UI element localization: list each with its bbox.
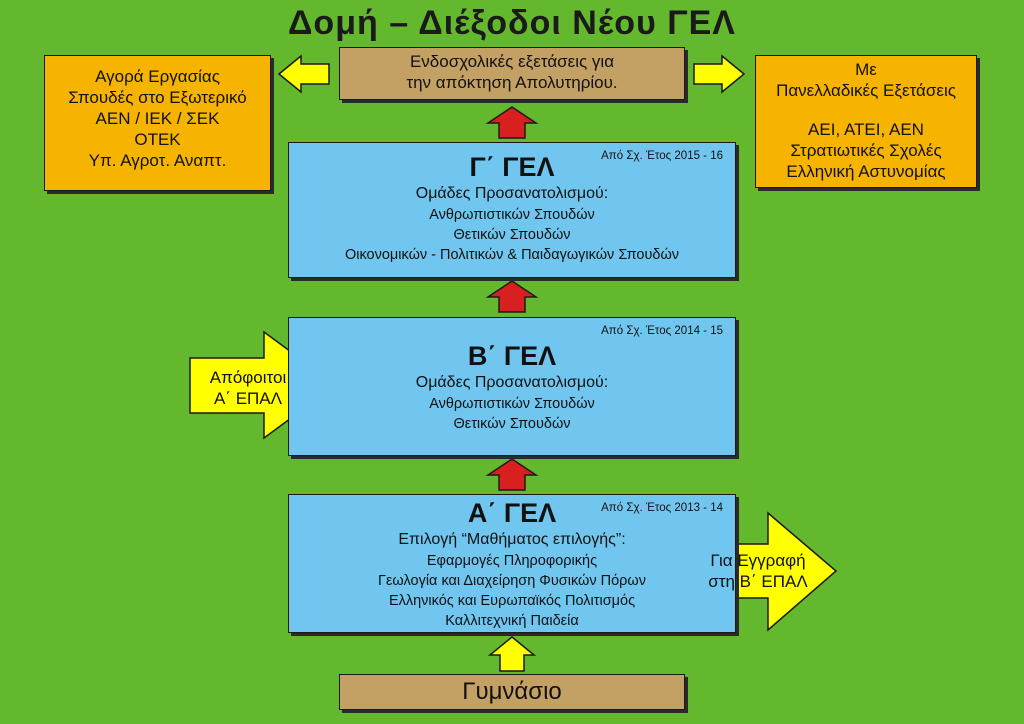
g-gel-subheading: Ομάδες Προσανατολισμού: bbox=[415, 185, 609, 202]
right-outcomes-box: Με Πανελλαδικές Εξετάσεις ΑΕΙ, ΑΤΕΙ, ΑΕΝ… bbox=[755, 55, 977, 188]
g-gel-box: Από Σχ. Έτος 2015 - 16 Γ΄ ΓΕΛ Ομάδες Προ… bbox=[288, 142, 736, 278]
exam-box-line: την απόκτηση Απολυτηρίου. bbox=[406, 73, 618, 92]
exam-box-line: Ενδοσχολικές εξετάσεις για bbox=[409, 52, 615, 71]
b-gel-item: Θετικών Σπουδών bbox=[453, 416, 571, 432]
left-outcomes-box: Αγορά Εργασίας Σπουδές στο Εξωτερικό ΑΕΝ… bbox=[44, 55, 271, 191]
arrow-up-red-bottom bbox=[485, 458, 539, 491]
right-outcome-item: Στρατιωτικές Σχολές bbox=[790, 141, 942, 160]
g-gel-item: Οικονομικών - Πολιτικών & Παιδαγωγικών Σ… bbox=[344, 247, 680, 263]
a-gel-item: Γεωλογία και Διαχείρηση Φυσικών Πόρων bbox=[377, 573, 647, 589]
left-outcome-item: ΑΕΝ / ΙΕΚ / ΣΕΚ bbox=[95, 109, 220, 128]
right-outcome-header: Πανελλαδικές Εξετάσεις bbox=[776, 81, 956, 100]
page-title: Δομή – Διέξοδοι Νέου ΓΕΛ bbox=[287, 4, 736, 42]
arrow-up-yellow bbox=[487, 636, 537, 672]
right-outcome-item: ΑΕΙ, ΑΤΕΙ, ΑΕΝ bbox=[808, 120, 924, 139]
epal-out-line: στη Β΄ ΕΠΑΛ bbox=[708, 572, 808, 591]
g-gel-year: Από Σχ. Έτος 2015 - 16 bbox=[601, 150, 723, 162]
epal-in-line: Απόφοιτοι bbox=[209, 368, 287, 387]
arrow-up-red-middle bbox=[485, 280, 539, 313]
gymnasio-box: Γυμνάσιο bbox=[339, 674, 685, 710]
epal-in-label: Απόφοιτοι Α΄ ΕΠΑΛ bbox=[192, 367, 304, 409]
gymnasio-label: Γυμνάσιο bbox=[462, 678, 562, 705]
g-gel-item: Θετικών Σπουδών bbox=[453, 227, 571, 243]
b-gel-subheading: Ομάδες Προσανατολισμού: bbox=[415, 374, 609, 391]
left-outcome-item: ΟΤΕΚ bbox=[134, 130, 181, 149]
a-gel-box: Από Σχ. Έτος 2013 - 14 Α΄ ΓΕΛ Επιλογή “Μ… bbox=[288, 494, 736, 633]
left-outcome-item: Υπ. Αγροτ. Αναπτ. bbox=[88, 151, 227, 170]
epal-in-line: Α΄ ΕΠΑΛ bbox=[213, 389, 283, 408]
arrow-left-yellow bbox=[277, 54, 330, 94]
g-gel-item: Ανθρωπιστικών Σπουδών bbox=[429, 207, 595, 223]
b-gel-heading: Β΄ ΓΕΛ bbox=[467, 341, 557, 371]
a-gel-item: Καλλιτεχνική Παιδεία bbox=[445, 613, 579, 629]
a-gel-heading: Α΄ ΓΕΛ bbox=[467, 498, 557, 528]
a-gel-subheading: Επιλογή “Μαθήματος επιλογής”: bbox=[398, 531, 626, 548]
g-gel-heading: Γ΄ ΓΕΛ bbox=[469, 152, 555, 182]
a-gel-year: Από Σχ. Έτος 2013 - 14 bbox=[601, 502, 723, 514]
a-gel-item: Ελληνικός και Ευρωπαϊκός Πολιτισμός bbox=[388, 593, 636, 609]
b-gel-year: Από Σχ. Έτος 2014 - 15 bbox=[601, 325, 723, 337]
epal-out-label: Για Εγγραφή στη Β΄ ΕΠΑΛ bbox=[694, 550, 822, 592]
right-outcome-header: Με bbox=[855, 60, 877, 79]
b-gel-box: Από Σχ. Έτος 2014 - 15 Β΄ ΓΕΛ Ομάδες Προ… bbox=[288, 317, 736, 456]
b-gel-item: Ανθρωπιστικών Σπουδών bbox=[429, 396, 595, 412]
exam-box: Ενδοσχολικές εξετάσεις για την απόκτηση … bbox=[339, 47, 685, 100]
left-outcome-item: Αγορά Εργασίας bbox=[95, 67, 220, 86]
left-outcome-item: Σπουδές στο Εξωτερικό bbox=[68, 88, 247, 107]
a-gel-item: Εφαρμογές Πληροφορικής bbox=[426, 553, 598, 569]
epal-out-line: Για Εγγραφή bbox=[710, 551, 806, 570]
arrow-up-red-top bbox=[485, 106, 539, 139]
arrow-right-yellow bbox=[693, 54, 746, 94]
right-outcome-item: Ελληνική Αστυνομίας bbox=[786, 162, 946, 181]
